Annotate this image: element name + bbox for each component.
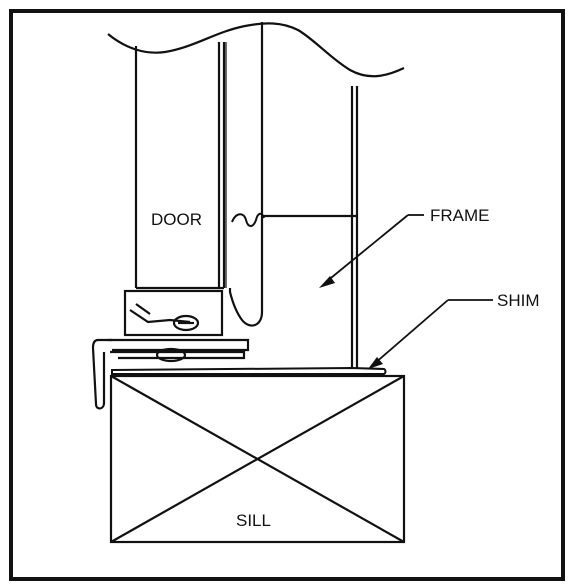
break-line bbox=[107, 22, 405, 78]
frame-label: FRAME bbox=[430, 206, 490, 225]
diagram-border bbox=[9, 9, 565, 581]
shim-leader bbox=[368, 299, 493, 369]
frame bbox=[228, 22, 359, 368]
sill-label: SILL bbox=[236, 511, 271, 530]
frame-leader bbox=[319, 214, 424, 288]
door bbox=[134, 42, 227, 290]
weatherstrip bbox=[231, 212, 265, 227]
sill bbox=[109, 374, 406, 544]
shim-label: SHIM bbox=[497, 291, 540, 310]
door-label: DOOR bbox=[151, 210, 202, 229]
threshold-assembly bbox=[91, 289, 250, 410]
shim bbox=[111, 366, 387, 375]
